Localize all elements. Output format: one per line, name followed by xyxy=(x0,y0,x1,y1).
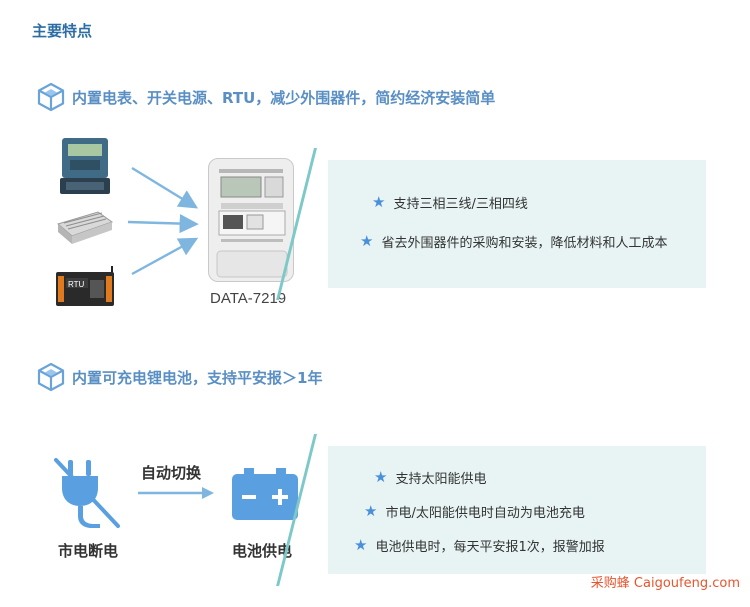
battery-power-label: 电池供电 xyxy=(232,542,293,560)
feature-text: 省去外围器件的采购和安装，降低材料和人工成本 xyxy=(381,236,668,251)
feature-text: 支持太阳能供电 xyxy=(395,472,487,487)
auto-switch-label: 自动切换 xyxy=(141,464,202,482)
arrow-icon xyxy=(127,166,199,276)
star-icon: ★ xyxy=(372,193,386,211)
section1-heading-text: 内置电表、开关电源、RTU，减少外围器件，简约经济安装简单 xyxy=(72,88,496,107)
star-icon: ★ xyxy=(364,502,378,520)
section1-feature-panel xyxy=(276,148,706,300)
unplug-icon xyxy=(54,458,120,528)
feature-text: 市电/太阳能供电时自动为电池充电 xyxy=(385,506,585,521)
watermark: 采购蜂 Caigoufeng.com xyxy=(590,576,740,591)
feature-item: ★ 支持太阳能供电 xyxy=(374,468,487,488)
feature-text: 电池供电时，每天平安报1次，报警加报 xyxy=(375,540,605,555)
star-icon: ★ xyxy=(360,232,374,250)
cube-icon xyxy=(37,82,65,112)
feature-text: 支持三相三线/三相四线 xyxy=(393,197,528,212)
section2-heading: 内置可充电锂电池，支持平安报＞1年 xyxy=(36,362,322,392)
cube-icon xyxy=(37,362,65,392)
electric-meter-image xyxy=(60,138,110,194)
star-icon: ★ xyxy=(354,536,368,554)
section2-heading-text: 内置可充电锂电池，支持平安报＞1年 xyxy=(72,368,323,387)
data-7219-meter xyxy=(208,158,294,282)
section1-heading: 内置电表、开关电源、RTU，减少外围器件，简约经济安装简单 xyxy=(36,82,495,112)
star-icon: ★ xyxy=(374,468,388,486)
battery-icon xyxy=(232,468,298,520)
power-off-label: 市电断电 xyxy=(58,542,119,560)
feature-item: ★ 电池供电时，每天平安报1次，报警加报 xyxy=(354,536,605,556)
feature-item: ★ 支持三相三线/三相四线 xyxy=(372,193,528,213)
feature-item: ★ 省去外围器件的采购和安装，降低材料和人工成本 xyxy=(360,232,668,252)
meter-label: DATA-7219 xyxy=(210,290,287,307)
power-supply-image xyxy=(56,211,114,244)
section2-feature-panel xyxy=(276,434,706,586)
page-title: 主要特点 xyxy=(32,22,93,40)
rtu-device-image: RTU xyxy=(56,266,114,306)
rtu-label: RTU xyxy=(68,280,85,289)
feature-item: ★ 市电/太阳能供电时自动为电池充电 xyxy=(364,502,585,522)
arrow-icon xyxy=(138,487,214,499)
